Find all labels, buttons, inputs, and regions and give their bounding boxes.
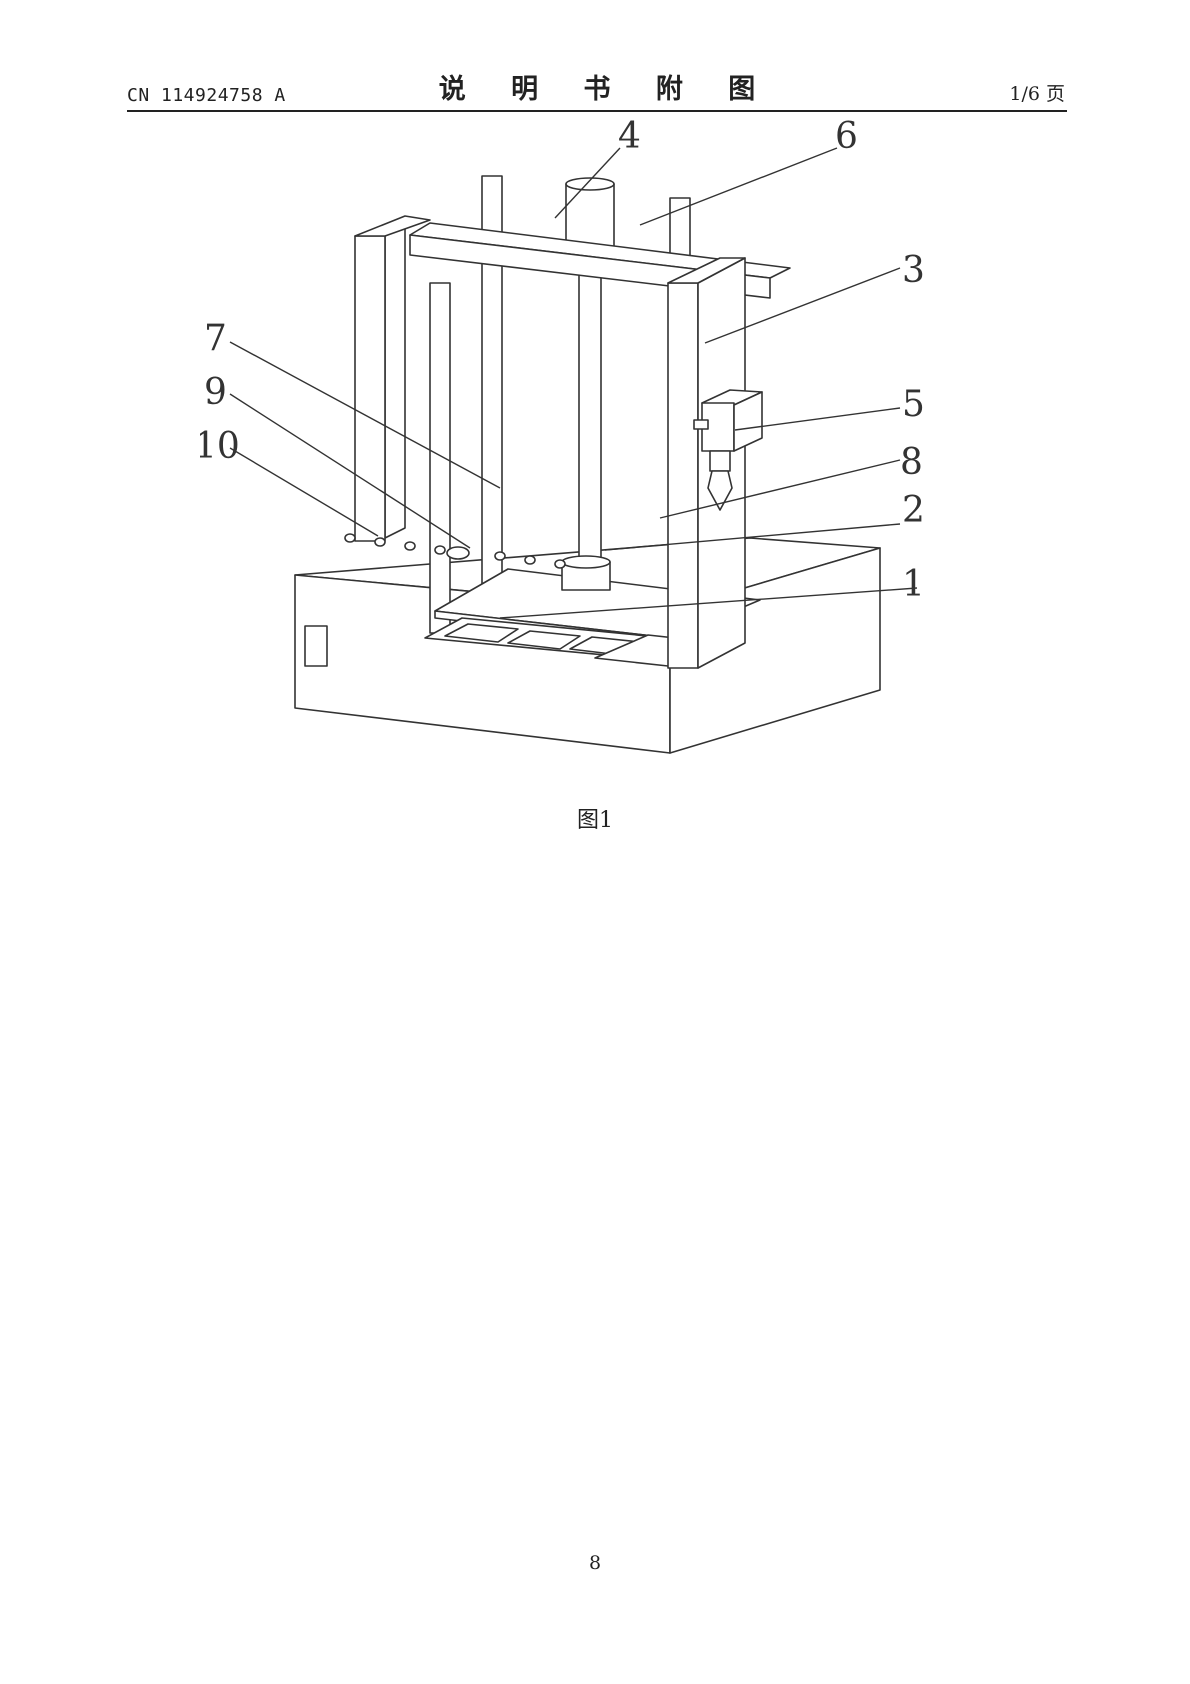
back-left-column [429, 282, 451, 634]
front-left-column-top [354, 215, 431, 237]
callout-5: 5 [902, 384, 925, 425]
right-column [667, 282, 699, 669]
front-left-column [354, 235, 386, 542]
callout-3: 3 [902, 250, 925, 291]
indicator-light [524, 555, 536, 565]
callout-8: 8 [900, 442, 923, 483]
figure-caption: 图1 [577, 808, 613, 833]
callout-4: 4 [618, 118, 641, 157]
top-cylinder-cap [565, 177, 615, 191]
cylinder-piston-rod [578, 257, 602, 594]
page-number: 8 [588, 1552, 602, 1574]
indicator-light [434, 545, 446, 555]
leader-line-1 [499, 587, 918, 619]
document-header: CN 114924758 A 说 明 书 附 图 1/6 页 [127, 70, 1067, 112]
indicator-light [374, 537, 386, 547]
machine-drawing-svg: 1 2 3 4 5 6 7 8 9 10 [194, 116, 925, 754]
patent-drawing: 1 2 3 4 5 6 7 8 9 10 [194, 116, 1020, 758]
sensor-head [707, 470, 733, 511]
leader-line-8 [659, 459, 901, 519]
indicator-light [344, 533, 356, 543]
leader-line-9 [229, 393, 471, 549]
leader-line-10 [229, 447, 379, 537]
leader-line-6 [639, 147, 838, 226]
sensor-pin [693, 419, 709, 430]
leader-line-3 [704, 267, 901, 344]
callout-1: 1 [902, 564, 925, 605]
indicator-light [494, 551, 506, 561]
page-count: 1/6 页 [1009, 83, 1065, 105]
press-block-cap [561, 555, 611, 569]
callout-9: 9 [204, 372, 227, 413]
front-left-column-side [384, 225, 406, 539]
header-title: 说 明 书 附 图 [438, 74, 774, 105]
mold-cavity-1 [444, 623, 519, 643]
base-switch [304, 625, 328, 667]
leader-line-2 [604, 523, 901, 551]
sensor-neck [709, 450, 731, 472]
sensor-box-side [733, 391, 763, 452]
indicator-light [554, 559, 566, 569]
leader-line-5 [734, 407, 901, 431]
callout-6: 6 [835, 118, 858, 157]
leader-line-4 [554, 147, 621, 219]
leader-line-7 [229, 341, 501, 489]
right-column-top [667, 257, 746, 284]
indicator-light [404, 541, 416, 551]
control-button [446, 546, 470, 560]
publication-number: CN 114924758 A [127, 85, 286, 106]
mold-cavity-2 [507, 630, 581, 650]
callout-10: 10 [200, 426, 240, 467]
callout-2: 2 [902, 490, 925, 531]
callout-7: 7 [204, 318, 227, 359]
